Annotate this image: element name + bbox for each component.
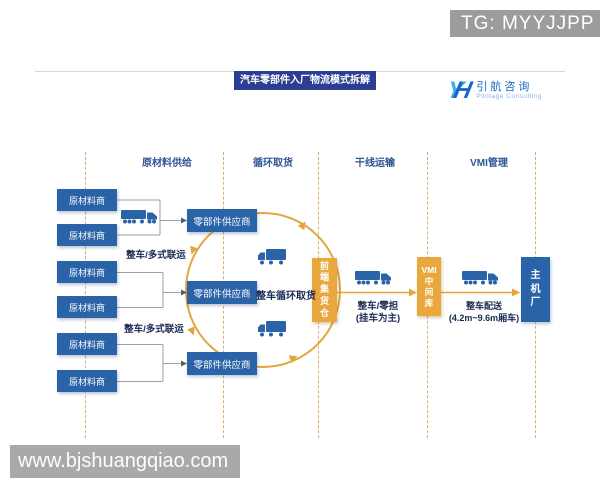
- column-header-milk-run: 循环取货: [253, 158, 293, 169]
- vmi-intermediate-store-box: VMI 中 间 库: [417, 257, 441, 316]
- url-watermark-bar: www.bjshuangqiao.com: [10, 445, 240, 478]
- trunk-mode-label: 整车/零担 (挂车为主): [355, 301, 401, 324]
- raw-supplier-box: 原材料商: [57, 261, 117, 283]
- parts-supplier-box: 零部件供应商: [187, 209, 257, 232]
- column-header-raw-material-supply: 原材料供给: [142, 158, 192, 169]
- parts-supplier-box: 零部件供应商: [187, 281, 257, 304]
- front-warehouse-box: 前 端 集 货 仓: [312, 258, 337, 322]
- logo-name-cn: 引航咨询: [476, 81, 533, 94]
- semi-truck-icon: [355, 271, 391, 285]
- semi-truck-icon: [121, 210, 157, 224]
- multimodal-label-bottom: 整车/多式联运: [124, 324, 184, 335]
- milkrun-pickup-label: 整车循环取货: [256, 291, 316, 302]
- parts-supplier-box: 零部件供应商: [187, 352, 257, 375]
- box-truck-icon: [258, 249, 286, 265]
- diagram-title: 汽车零部件入厂物流模式拆解: [234, 71, 376, 90]
- raw-supplier-box: 原材料商: [57, 189, 117, 211]
- box-truck-icon: [258, 321, 286, 337]
- column-header-vmi-management: VMI管理: [470, 158, 508, 169]
- tg-watermark-badge: TG: MYYJJPP: [450, 10, 600, 37]
- raw-supplier-box: 原材料商: [57, 296, 117, 318]
- supplier-connectors: [117, 199, 181, 382]
- logo-name-en: Pilotage Consulting: [476, 93, 542, 101]
- multimodal-label-top: 整车/多式联运: [126, 250, 186, 261]
- supplier-connector-arrowheads: [181, 217, 187, 367]
- raw-supplier-box: 原材料商: [57, 224, 117, 246]
- logo-yh-icon: YH: [444, 77, 474, 104]
- column-guide-line: [85, 152, 86, 438]
- semi-truck-icon: [462, 271, 498, 285]
- milkrun-circle-arrow: [185, 212, 341, 368]
- raw-supplier-box: 原材料商: [57, 333, 117, 355]
- trunk-arrowheads: [409, 288, 520, 297]
- delivery-mode-label: 整车配送 (4.2m~9.6m厢车): [448, 301, 520, 323]
- milkrun-arrowheads: [187, 221, 306, 363]
- logo-names: 引航咨询 Pilotage Consulting: [476, 81, 542, 100]
- company-logo: YH 引航咨询 Pilotage Consulting: [444, 76, 542, 106]
- raw-supplier-box: 原材料商: [57, 370, 117, 392]
- oem-factory-box: 主 机 厂: [521, 257, 550, 322]
- column-header-trunk-transport: 干线运输: [355, 158, 395, 169]
